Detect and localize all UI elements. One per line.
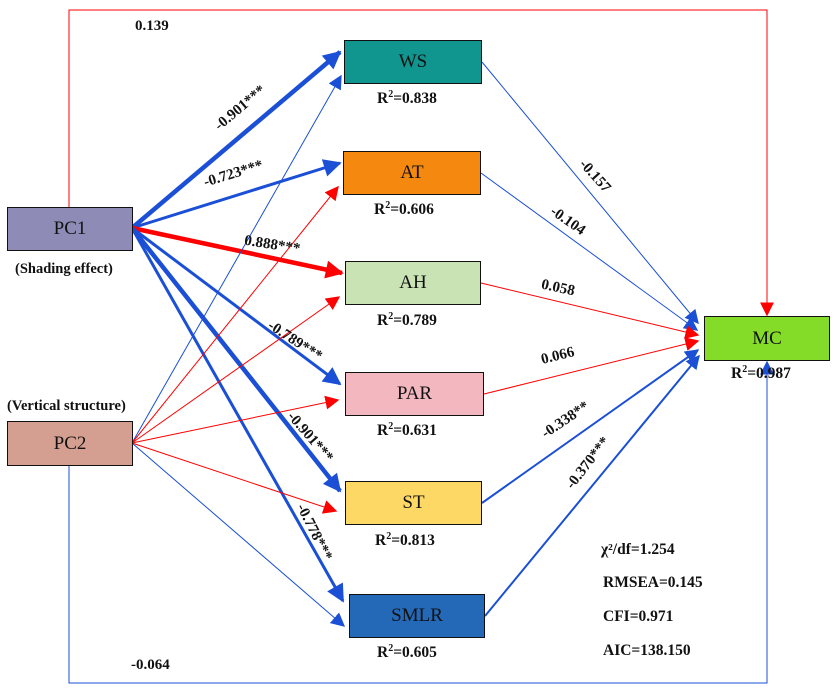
node-ah-r2: R2=0.789 — [377, 311, 437, 330]
node-pc1-label: PC1 — [53, 218, 87, 239]
coef-pc2-mc: -0.064 — [131, 657, 170, 673]
node-at-r2: R2=0.606 — [374, 200, 434, 219]
node-par-label: PAR — [396, 383, 433, 404]
node-at: AT — [343, 151, 481, 195]
path-pc1-to-ws — [130, 50, 342, 230]
path-ah-to-mc — [480, 282, 700, 339]
node-ah: AH — [345, 261, 481, 305]
path-pc2-to-ws — [131, 74, 342, 444]
path-ws-to-mc — [481, 61, 699, 325]
node-mc-r2: R2=0.987 — [731, 364, 791, 383]
node-pc1: PC1 — [7, 207, 133, 251]
path-st-to-mc — [481, 349, 700, 504]
fit-rmsea: RMSEA=0.145 — [603, 574, 703, 591]
node-pc2: PC2 — [7, 421, 133, 466]
fit-cfi: CFI=0.971 — [603, 608, 674, 625]
path-at-to-mc — [480, 172, 699, 331]
path-pc2-to-par — [131, 395, 340, 444]
node-st-label: ST — [402, 492, 425, 513]
node-smlr-r2: R2=0.605 — [377, 643, 437, 662]
path-pc1-to-at — [131, 159, 342, 230]
path-pc1-to-mc — [68, 9, 774, 317]
node-pc2-label: PC2 — [53, 432, 87, 454]
node-par-r2: R2=0.631 — [377, 421, 437, 440]
path-pc1-to-par — [131, 226, 342, 386]
node-st: ST — [345, 481, 482, 525]
node-pc1-note: (Shading effect) — [15, 261, 113, 277]
path-pc2-to-st — [131, 442, 338, 514]
node-pc2-note: (Vertical structure) — [7, 398, 126, 414]
node-smlr-label: SMLR — [391, 605, 443, 626]
path-pc2-to-mc — [68, 360, 774, 684]
path-pc2-to-ah — [131, 296, 341, 444]
node-ws-label: WS — [398, 51, 428, 72]
path-pc2-to-at — [131, 185, 339, 444]
path-pc1-to-ah — [131, 225, 344, 279]
path-pc1-to-st — [130, 226, 342, 493]
coef-pc1-mc: 0.139 — [135, 18, 169, 34]
path-par-to-mc — [483, 337, 700, 395]
node-par: PAR — [345, 372, 484, 416]
path-smlr-to-mc — [484, 354, 700, 617]
path-pc2-to-smlr — [131, 442, 346, 627]
node-mc-label: MC — [752, 327, 782, 349]
node-at-label: AT — [400, 162, 424, 183]
fit-chi-df: χ²/df=1.254 — [601, 541, 675, 558]
node-smlr: SMLR — [349, 594, 485, 638]
path-pc1-to-smlr — [130, 227, 345, 603]
fit-aic: AIC=138.150 — [603, 642, 691, 659]
node-ah-label: AH — [399, 272, 427, 293]
node-ws-r2: R2=0.838 — [377, 89, 437, 108]
node-st-r2: R2=0.813 — [375, 531, 435, 550]
node-mc: MC — [704, 316, 830, 361]
node-ws: WS — [344, 40, 482, 84]
